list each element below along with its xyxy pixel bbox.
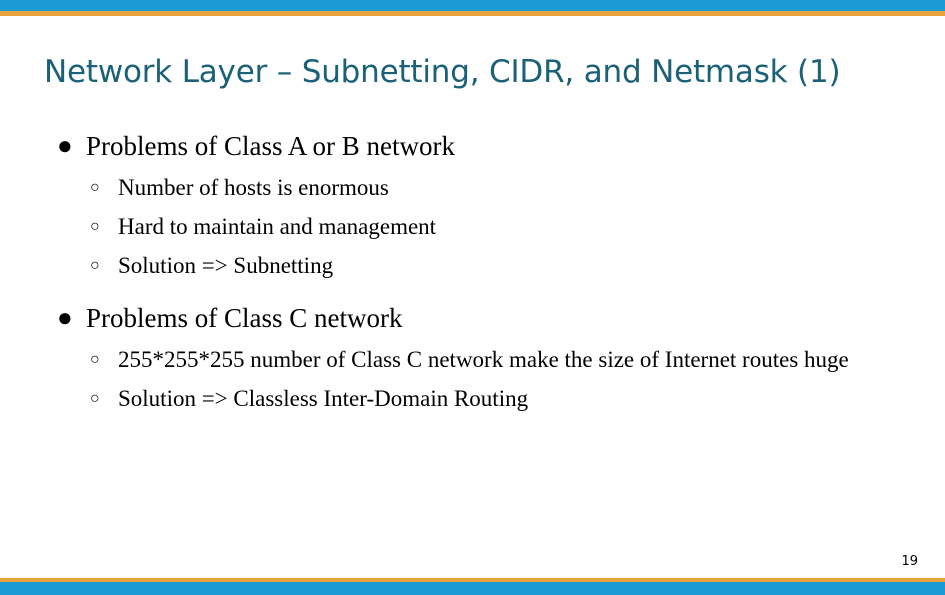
bullet-level2-label: Solution => Classless Inter-Domain Routi… (118, 386, 529, 411)
filled-bullet-icon: ● (57, 303, 73, 332)
bullet-level1: ● Problems of Class C network (0, 298, 945, 338)
bullet-level1-label: Problems of Class A or B network (86, 131, 455, 161)
bullet-level1: ● Problems of Class A or B network (0, 126, 945, 166)
bullet-level2: ○ Number of hosts is enormous (0, 168, 945, 207)
bullet-level2-label: Hard to maintain and management (118, 214, 437, 239)
bottom-gold-accent-bar (0, 578, 945, 582)
top-gold-accent-bar (0, 11, 945, 16)
filled-bullet-icon: ● (57, 131, 73, 160)
bullet-level2-label: Number of hosts is enormous (118, 175, 389, 200)
hollow-bullet-icon: ○ (90, 257, 100, 274)
hollow-bullet-icon: ○ (90, 179, 100, 196)
bullet-level2: ○ Solution => Subnetting (0, 246, 945, 285)
page-number: 19 (901, 554, 918, 569)
bullet-level2-label: Solution => Subnetting (118, 253, 334, 278)
slide-title: Network Layer – Subnetting, CIDR, and Ne… (44, 54, 841, 90)
group-spacer (0, 285, 945, 298)
bullet-level2: ○ Hard to maintain and management (0, 207, 945, 246)
bullet-level2: ○ 255*255*255 number of Class C network … (0, 340, 945, 379)
top-blue-accent-bar (0, 0, 945, 11)
bullet-level2-label: 255*255*255 number of Class C network ma… (118, 347, 849, 372)
bullet-level1-label: Problems of Class C network (86, 303, 403, 333)
bullet-level2: ○ Solution => Classless Inter-Domain Rou… (0, 379, 945, 418)
bottom-blue-accent-bar (0, 582, 945, 595)
hollow-bullet-icon: ○ (90, 351, 100, 368)
slide-body: ● Problems of Class A or B network ○ Num… (0, 126, 945, 418)
hollow-bullet-icon: ○ (90, 390, 100, 407)
hollow-bullet-icon: ○ (90, 218, 100, 235)
